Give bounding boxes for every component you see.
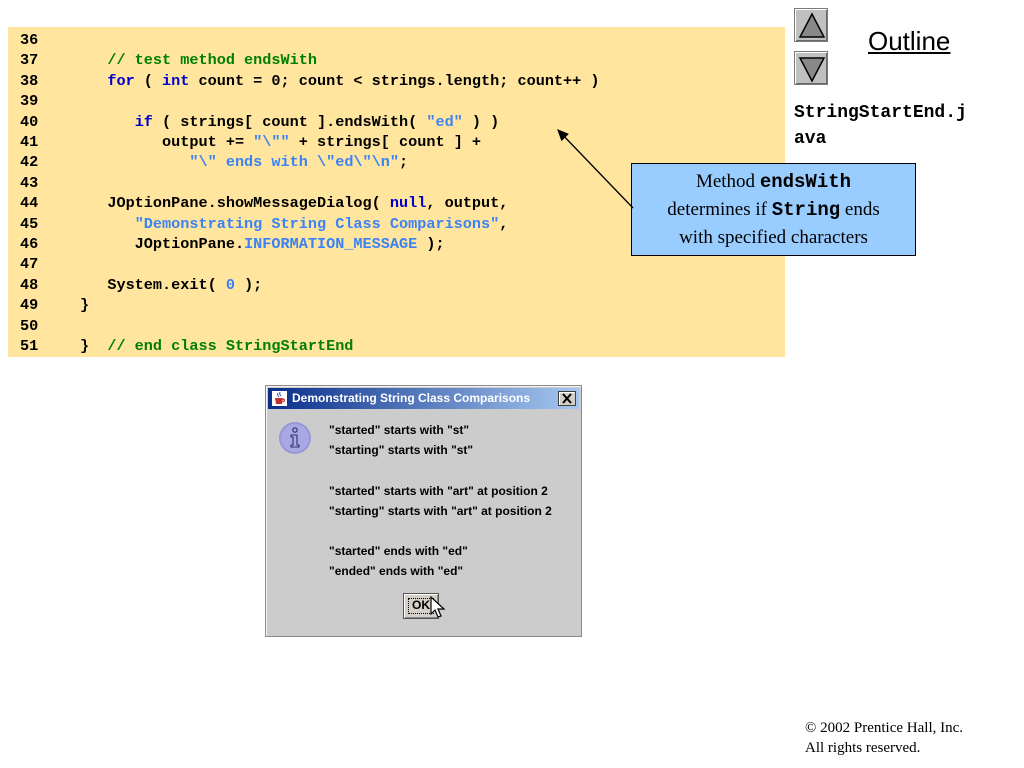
callout-text-pre: Method xyxy=(695,171,760,192)
dialog-message-line: "started" starts with "st" xyxy=(329,423,470,437)
line-number: 41 xyxy=(20,133,39,151)
mouse-pointer-icon xyxy=(430,596,446,618)
line-number: 49 xyxy=(20,296,39,315)
close-icon xyxy=(562,393,572,404)
code-text: output += "\"" + strings[ count ] + xyxy=(80,133,482,151)
code-line: 50 xyxy=(8,316,785,336)
line-number: 50 xyxy=(20,316,39,335)
java-cup-icon xyxy=(272,391,287,406)
code-line: 49} xyxy=(8,295,785,315)
callout-text-last: with specified characters xyxy=(679,227,868,248)
code-text: } // end class StringStartEnd xyxy=(80,337,354,355)
callout-method: endsWith xyxy=(759,171,852,193)
code-line: 44 JOptionPane.showMessageDialog( null, … xyxy=(8,193,785,213)
code-text: } xyxy=(80,296,90,315)
callout-type: String xyxy=(771,199,841,221)
information-icon xyxy=(279,422,311,454)
line-number: 38 xyxy=(20,71,39,90)
code-line: 40 if ( strings[ count ].endsWith( "ed" … xyxy=(8,112,785,132)
dialog-message-line: "starting" starts with "st" xyxy=(329,443,474,458)
callout-box: Method endsWith determines if String end… xyxy=(631,163,916,256)
code-line: 42 "\" ends with \"ed\"\n"; xyxy=(8,152,785,172)
dialog-close-button[interactable] xyxy=(558,391,576,406)
line-number: 45 xyxy=(20,214,39,233)
code-text: JOptionPane.INFORMATION_MESSAGE ); xyxy=(80,235,445,253)
line-number: 47 xyxy=(20,255,39,274)
line-number: 48 xyxy=(20,275,39,294)
dialog-message-line: "started" ends with "ed" xyxy=(329,544,468,559)
code-line: 36 xyxy=(8,30,785,50)
code-line: 41 output += "\"" + strings[ count ] + xyxy=(8,132,785,152)
callout-text-mid: determines if xyxy=(667,199,772,220)
outline-link[interactable]: Outline xyxy=(868,26,951,56)
dialog-title: Demonstrating String Class Comparisons xyxy=(292,391,531,405)
code-line: 47 xyxy=(8,254,785,274)
triangle-down-icon xyxy=(798,57,826,83)
code-text: for ( int count = 0; count < strings.len… xyxy=(107,71,600,90)
dialog-title-bar: Demonstrating String Class Comparisons xyxy=(268,388,579,409)
file-name: StringStartEnd.j ava xyxy=(794,103,967,149)
triangle-up-icon xyxy=(798,12,826,38)
code-line: 37 // test method endsWith xyxy=(8,50,785,70)
code-line: 38 for ( int count = 0; count < strings.… xyxy=(8,71,785,91)
copyright-line-2: All rights reserved. xyxy=(805,740,921,756)
code-line: 43 xyxy=(8,173,785,193)
code-text: // test method endsWith xyxy=(80,51,317,70)
line-number: 36 xyxy=(20,31,39,49)
code-line: 48 System.exit( 0 ); xyxy=(8,275,785,295)
line-number: 42 xyxy=(20,153,39,172)
next-slide-button[interactable] xyxy=(794,51,828,85)
code-text: JOptionPane.showMessageDialog( null, out… xyxy=(80,194,509,213)
code-text: "Demonstrating String Class Comparisons"… xyxy=(134,214,509,233)
code-line: 39 xyxy=(8,91,785,111)
code-line: 45 "Demonstrating String Class Compariso… xyxy=(8,214,785,234)
dialog-message-line: "ended" ends with "ed" xyxy=(329,564,464,579)
previous-slide-button[interactable] xyxy=(794,8,828,42)
line-number: 40 xyxy=(20,112,39,131)
copyright-line-1: © 2002 Prentice Hall, Inc. xyxy=(805,720,964,736)
line-number: 37 xyxy=(20,51,39,70)
line-number: 43 xyxy=(20,173,39,192)
line-number: 51 xyxy=(20,337,39,355)
dialog-message-line: "started" starts with "art" at position … xyxy=(329,483,548,498)
line-number: 39 xyxy=(20,92,39,111)
line-number: 44 xyxy=(20,194,39,213)
code-line: 46 JOptionPane.INFORMATION_MESSAGE ); xyxy=(8,234,785,254)
code-text: System.exit( 0 ); xyxy=(80,275,263,294)
line-number: 46 xyxy=(20,235,39,253)
dialog-message-line: "starting" starts with "art" at position… xyxy=(329,503,552,518)
code-text: "\" ends with \"ed\"\n"; xyxy=(189,153,409,172)
code-line: 51 } // end class StringStartEnd xyxy=(8,336,785,356)
message-dialog: Demonstrating String Class Comparisons "… xyxy=(265,385,582,637)
callout-text-post: ends xyxy=(840,199,880,220)
code-text: if ( strings[ count ].endsWith( "ed" ) ) xyxy=(134,112,500,131)
ok-button-label: OK xyxy=(412,598,430,612)
